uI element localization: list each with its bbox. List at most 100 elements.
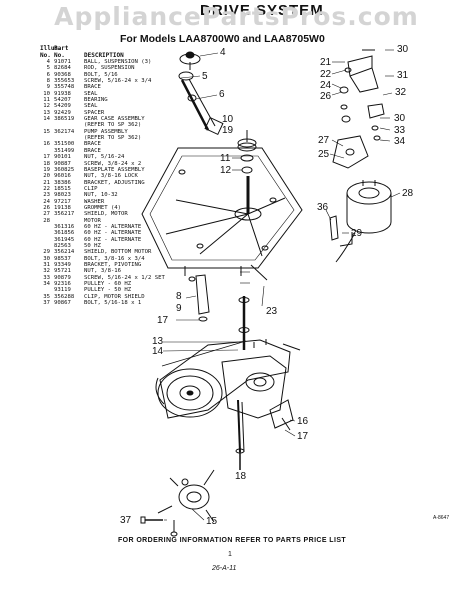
part-no: 93119 [54, 287, 71, 294]
illus-no: 29 [43, 249, 50, 256]
callout-11: 11 [220, 153, 231, 164]
bolt-37-icon [140, 516, 163, 524]
baseplate-icon [141, 147, 303, 281]
figure-code: A-8647 [433, 515, 450, 521]
bracket-16-icon [269, 399, 294, 431]
part-description: WASHER [84, 198, 105, 205]
callout-32: 32 [395, 87, 407, 98]
part-no: 360825 [54, 166, 75, 173]
part-description: BRACE [84, 141, 101, 148]
callout-19: 19 [222, 125, 234, 136]
part-no: 82563 [54, 242, 71, 249]
callout-23: 23 [266, 306, 278, 317]
illus-no: 34 [43, 281, 50, 288]
part-no: 351500 [54, 141, 75, 148]
callout-13: 13 [152, 336, 164, 347]
part-description: 60 HZ - ALTERNATE [84, 223, 142, 230]
pump-icon [157, 469, 215, 537]
part-description: BRACE [84, 147, 101, 154]
part-description: ROD, SUSPENSION [84, 65, 135, 72]
callout-6: 6 [219, 89, 225, 100]
callout-22: 22 [320, 69, 332, 80]
part-no: 54209 [54, 103, 71, 110]
part-description: BRACE [84, 84, 101, 91]
part-description: MOTOR [84, 217, 101, 224]
part-no: 97217 [54, 198, 71, 205]
part-description: SHIELD, BOTTOM MOTOR [84, 249, 152, 256]
illus-no: 26 [43, 204, 50, 211]
illus-no: 19 [43, 166, 50, 173]
part-no: 90101 [54, 154, 71, 161]
callout-34: 34 [394, 136, 406, 147]
header-illus: Illus. [40, 45, 62, 52]
table-header-row2: No. No. DESCRIPTION [40, 51, 178, 60]
callout-10: 10 [222, 114, 234, 125]
part-description: SEAL [84, 103, 98, 110]
illus-no: 16 [43, 141, 50, 148]
callout-14: 14 [152, 346, 164, 357]
illus-no: 31 [43, 262, 50, 268]
drive-shaft-icon [238, 296, 250, 350]
page-number: 1 [228, 551, 232, 558]
table-row: 82563 50 HZ [40, 243, 178, 249]
callout-28: 28 [402, 188, 414, 199]
illus-no: 33 [43, 274, 50, 281]
part-no: 98537 [54, 255, 71, 262]
part-description: 60 HZ - ALTERNATE [84, 236, 142, 243]
table-row: (REFER TO SP 362) [40, 135, 178, 141]
illus-no: 32 [43, 268, 50, 275]
callout-8: 8 [176, 291, 182, 302]
part-no: 90887 [54, 160, 71, 167]
part-no: 361856 [54, 230, 75, 237]
part-no: 98023 [54, 192, 71, 199]
part-description: GROMMET (4) [84, 204, 122, 211]
callout-21: 21 [320, 57, 332, 68]
part-description: BOLT, 5/16 [84, 71, 118, 78]
illus-no: 35 [43, 293, 50, 300]
callout-12: 12 [220, 165, 232, 176]
part-description: NUT, 3/8-16 [84, 268, 122, 275]
motor-shield-icon [332, 135, 369, 169]
part-no: 355653 [54, 78, 75, 85]
pivot-bracket-icon [339, 49, 385, 141]
callout-17-lower: 17 [297, 431, 309, 442]
illus-no: 27 [43, 211, 50, 218]
table-row: 9 355748 BRACE [40, 84, 178, 90]
part-no: 355748 [54, 84, 75, 91]
part-description: 50 HZ [84, 242, 101, 249]
part-description: GEAR CASE ASSEMBLY [84, 116, 145, 123]
part-no: 356214 [54, 249, 75, 256]
part-description: SCREW, 5/16-24 x 1/2 SET [84, 274, 165, 281]
illus-no: 28 [43, 217, 50, 224]
illus-no: 9 [46, 84, 50, 91]
illus-no: 11 [43, 97, 50, 104]
part-description: CLIP, MOTOR SHIELD [84, 293, 145, 300]
part-no: 93349 [54, 262, 71, 268]
illus-no: 14 [43, 116, 50, 123]
table-row: 26 19138 GROMMET (4) [40, 205, 178, 211]
gear-case-icon [155, 339, 301, 453]
callout-24: 24 [320, 80, 332, 91]
part-no: 96016 [54, 173, 71, 180]
part-no: 18515 [54, 185, 71, 192]
part-description: NUT, 3/8-16 LOCK [84, 173, 138, 180]
part-no: 361945 [54, 236, 75, 243]
part-description: (REFER TO SP 362) [84, 122, 142, 129]
callout-31: 31 [397, 70, 409, 81]
part-no: 82684 [54, 65, 71, 72]
callout-25: 25 [318, 149, 330, 160]
header-no-1: No. [40, 51, 51, 59]
part-no: 19138 [54, 204, 71, 211]
